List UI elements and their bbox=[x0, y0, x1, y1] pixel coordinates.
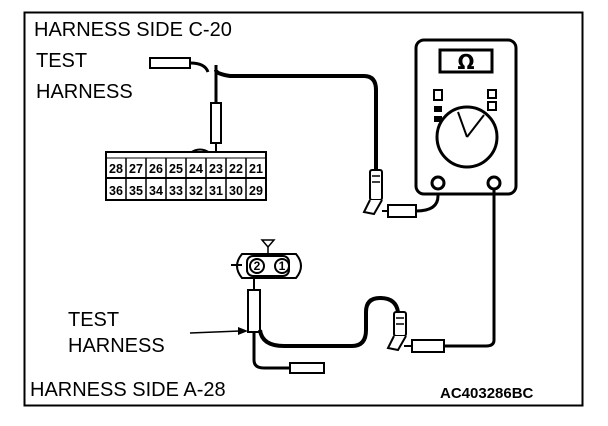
test-harness-bottom-plug bbox=[289, 362, 325, 374]
connector-c20: 28 27 26 25 24 23 22 21 36 35 34 33 32 31 30 29 bbox=[105, 148, 267, 201]
multimeter: Ω bbox=[414, 38, 518, 196]
pin-1-label: 1 bbox=[279, 259, 286, 273]
alligator-clip-bottom bbox=[386, 311, 445, 353]
pin-31: 31 bbox=[209, 184, 223, 198]
jack-left bbox=[430, 175, 446, 191]
pin-24: 24 bbox=[189, 162, 203, 176]
alligator-clip-top bbox=[362, 169, 417, 218]
test-harness-top bbox=[149, 57, 440, 218]
pin-21: 21 bbox=[249, 162, 263, 176]
pin-32: 32 bbox=[189, 184, 203, 198]
test-harness-top-probe bbox=[210, 102, 222, 144]
pin-29: 29 bbox=[249, 184, 263, 198]
label-test-harness-top-1: TEST bbox=[36, 50, 87, 72]
label-harness-side-c20: HARNESS SIDE C-20 bbox=[34, 19, 232, 41]
pin-2-circle bbox=[249, 258, 265, 274]
pin-26: 26 bbox=[149, 162, 163, 176]
diagram-frame bbox=[23, 11, 584, 407]
figure-code: AC403286BC bbox=[440, 385, 534, 402]
test-harness-top-plug bbox=[149, 57, 191, 69]
pin-28: 28 bbox=[109, 162, 123, 176]
label-test-harness-top-2: HARNESS bbox=[36, 81, 133, 103]
label-test-harness-bottom-1: TEST bbox=[68, 309, 119, 331]
pin-23: 23 bbox=[209, 162, 223, 176]
pin-34: 34 bbox=[149, 184, 163, 198]
connector-c20-cells: 28 27 26 25 24 23 22 21 36 35 34 33 32 31 30 29 bbox=[109, 158, 263, 200]
jack-right bbox=[486, 175, 502, 191]
pin-27: 27 bbox=[129, 162, 143, 176]
pin-2-label: 2 bbox=[254, 259, 261, 273]
multimeter-display bbox=[438, 48, 494, 74]
label-test-harness-bottom-2: HARNESS bbox=[68, 335, 165, 357]
test-harness-bottom bbox=[189, 278, 445, 374]
ohm-symbol: Ω bbox=[457, 50, 474, 74]
test-harness-bottom-probe bbox=[247, 289, 261, 333]
label-harness-side-a28: HARNESS SIDE A-28 bbox=[30, 379, 226, 401]
pin-1-circle bbox=[274, 258, 290, 274]
pin-33: 33 bbox=[169, 184, 183, 198]
connector-a28: 2 1 bbox=[231, 239, 302, 279]
pin-25: 25 bbox=[169, 162, 183, 176]
pin-36: 36 bbox=[109, 184, 123, 198]
pin-30: 30 bbox=[229, 184, 243, 198]
pin-35: 35 bbox=[129, 184, 143, 198]
lead-right-jack bbox=[444, 189, 496, 348]
pin-22: 22 bbox=[229, 162, 243, 176]
